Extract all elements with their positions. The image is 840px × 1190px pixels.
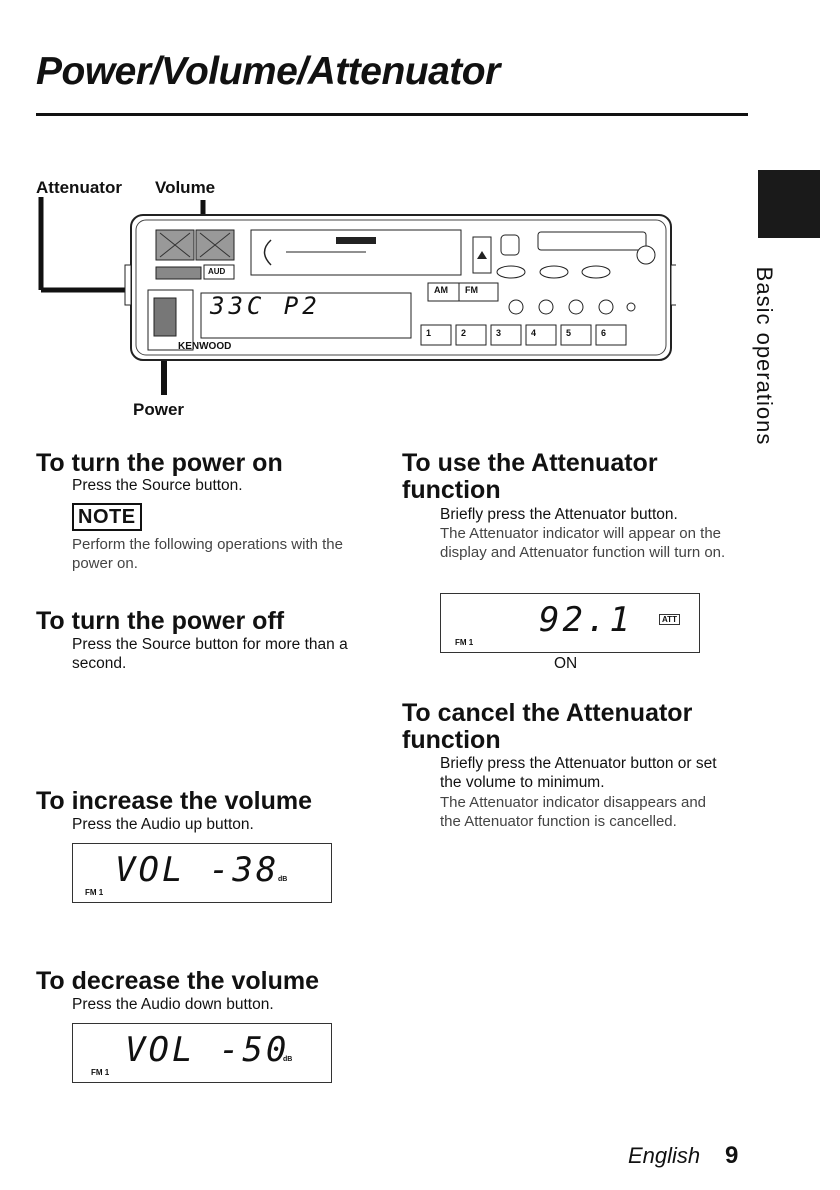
- caption-on: ON: [554, 655, 578, 672]
- note-label: NOTE: [72, 503, 142, 531]
- text-attenuator-cancel-detail: The Attenuator indicator disappears and …: [440, 794, 707, 830]
- page-title: Power/Volume/Attenuator: [36, 50, 500, 93]
- lcd-volume-up-band: FM 1: [85, 888, 104, 897]
- head-unit-diagram: [38, 197, 676, 395]
- lcd-volume-down-readout: VOL -50: [125, 1030, 290, 1070]
- section-tab-label: Basic operations: [724, 256, 804, 456]
- label-volume: Volume: [155, 178, 216, 197]
- text-attenuator-use: Briefly press the Attenuator button.: [440, 506, 678, 523]
- text-volume-up: Press the Audio up button.: [72, 816, 254, 833]
- lcd-attenuator-band: FM 1: [455, 638, 474, 647]
- heading-power-on: To turn the power on: [36, 449, 283, 477]
- footer-language: English: [628, 1143, 701, 1168]
- lcd-volume-up-readout: VOL -38: [115, 850, 280, 890]
- lcd-volume-down-band: FM 1: [91, 1068, 110, 1077]
- lcd-attenuator-on: 92.1 ATT FM 1: [440, 593, 700, 653]
- am-button[interactable]: AM: [434, 285, 448, 295]
- text-attenuator-cancel: Briefly press the Attenuator button or s…: [440, 755, 717, 791]
- preset-button-1[interactable]: 1: [426, 328, 432, 338]
- heading-power-off: To turn the power off: [36, 607, 285, 635]
- heading-volume-up: To increase the volume: [36, 787, 313, 815]
- text-power-off: Press the Source button for more than a …: [72, 636, 348, 672]
- text-attenuator-use-detail: The Attenuator indicator will appear on …: [440, 525, 726, 561]
- section-tab-marker: [758, 170, 820, 238]
- text-power-on: Press the Source button.: [72, 477, 243, 494]
- label-attenuator: Attenuator: [36, 178, 122, 197]
- aud-button[interactable]: AUD: [208, 267, 226, 276]
- preset-button-4[interactable]: 4: [531, 328, 537, 338]
- unit-display-readout: 33C P2: [210, 292, 321, 320]
- fm-button[interactable]: FM: [465, 285, 478, 295]
- note-text: Perform the following operations with th…: [72, 536, 343, 572]
- title-rule: [36, 113, 748, 116]
- heading-volume-down: To decrease the volume: [36, 967, 319, 995]
- preset-button-2[interactable]: 2: [461, 328, 467, 338]
- preset-button-5[interactable]: 5: [566, 328, 572, 338]
- footer-page-number: 9: [725, 1142, 739, 1169]
- label-power: Power: [133, 400, 185, 419]
- preset-button-6[interactable]: 6: [601, 328, 607, 338]
- section-tab-text: Basic operations: [752, 266, 777, 446]
- lcd-volume-down: VOL -50 dB FM 1: [72, 1023, 332, 1083]
- lcd-volume-down-unit: dB: [283, 1056, 293, 1063]
- preset-button-3[interactable]: 3: [496, 328, 502, 338]
- att-indicator: ATT: [659, 614, 680, 625]
- lcd-volume-up-unit: dB: [278, 876, 288, 883]
- lcd-volume-up: VOL -38 dB FM 1: [72, 843, 332, 903]
- brand-logo: KENWOOD: [178, 341, 232, 352]
- heading-attenuator-use: To use the Attenuator function: [402, 449, 658, 504]
- heading-attenuator-cancel: To cancel the Attenuator function: [402, 699, 693, 754]
- text-volume-down: Press the Audio down button.: [72, 996, 274, 1013]
- lcd-attenuator-frequency: 92.1: [539, 600, 633, 640]
